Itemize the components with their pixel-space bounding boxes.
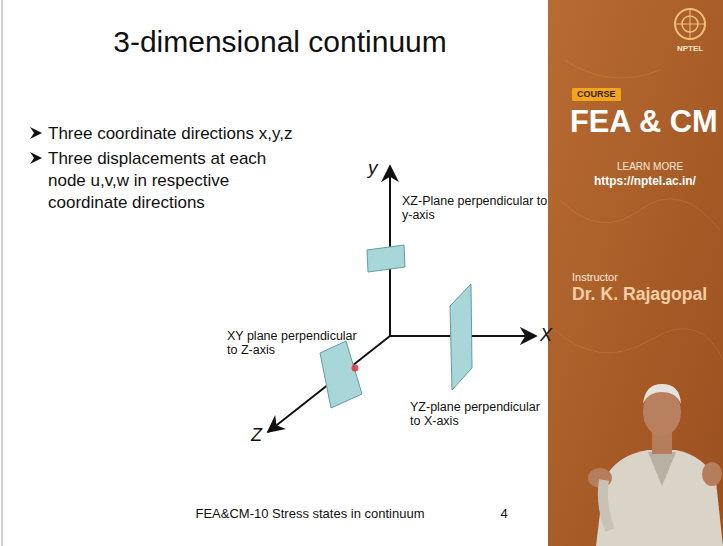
course-sidebar bbox=[548, 0, 723, 546]
yz-plane bbox=[450, 284, 472, 390]
bullet-marker bbox=[30, 152, 42, 164]
bullet-text: Three displacements at each node u,v,w i… bbox=[48, 148, 298, 214]
course-name: FEA & CM bbox=[570, 104, 720, 141]
slide-edge bbox=[1, 0, 3, 546]
nptel-logo bbox=[675, 9, 705, 39]
slide-footer: FEA&CM-10 Stress states in continuum bbox=[160, 507, 460, 522]
slide-title: 3-dimensional continuum bbox=[60, 24, 500, 60]
xz-plane bbox=[367, 245, 405, 272]
bullet-marker bbox=[30, 127, 42, 139]
plane-label: XY plane perpendicular to Z-axis bbox=[227, 329, 367, 358]
plane-label: XZ-Plane perpendicular to y-axis bbox=[402, 194, 552, 223]
course-sidebar-panel: NPTEL FEA & CM LEARN MOREhttps://nptel.ac.… bbox=[548, 0, 723, 546]
plane-label: YZ-plane perpendicular to X-axis bbox=[410, 400, 546, 429]
course-url: https://nptel.ac.in/ bbox=[570, 174, 720, 188]
logo-text: NPTEL bbox=[668, 44, 712, 54]
slide-ground bbox=[0, 0, 548, 546]
learn-more: LEARN MORE bbox=[588, 161, 712, 173]
badge-text: COURSE bbox=[577, 89, 616, 100]
z-axis bbox=[268, 336, 390, 432]
sidebar-pattern bbox=[555, 60, 723, 360]
course-badge: COURSE bbox=[572, 88, 621, 101]
axis-label: y bbox=[368, 156, 382, 181]
xy-plane bbox=[320, 341, 362, 408]
bullet-text: Three coordinate directions x,y,z bbox=[48, 123, 348, 145]
pointer-dot bbox=[352, 365, 359, 372]
instructor-heading: Instructor bbox=[572, 271, 692, 284]
instructor-name: Dr. K. Rajagopal bbox=[572, 284, 722, 305]
axis-label: Z bbox=[251, 424, 267, 447]
axis-label: X bbox=[540, 324, 556, 347]
instructor-video bbox=[588, 384, 723, 546]
slide-number: 4 bbox=[494, 507, 514, 522]
